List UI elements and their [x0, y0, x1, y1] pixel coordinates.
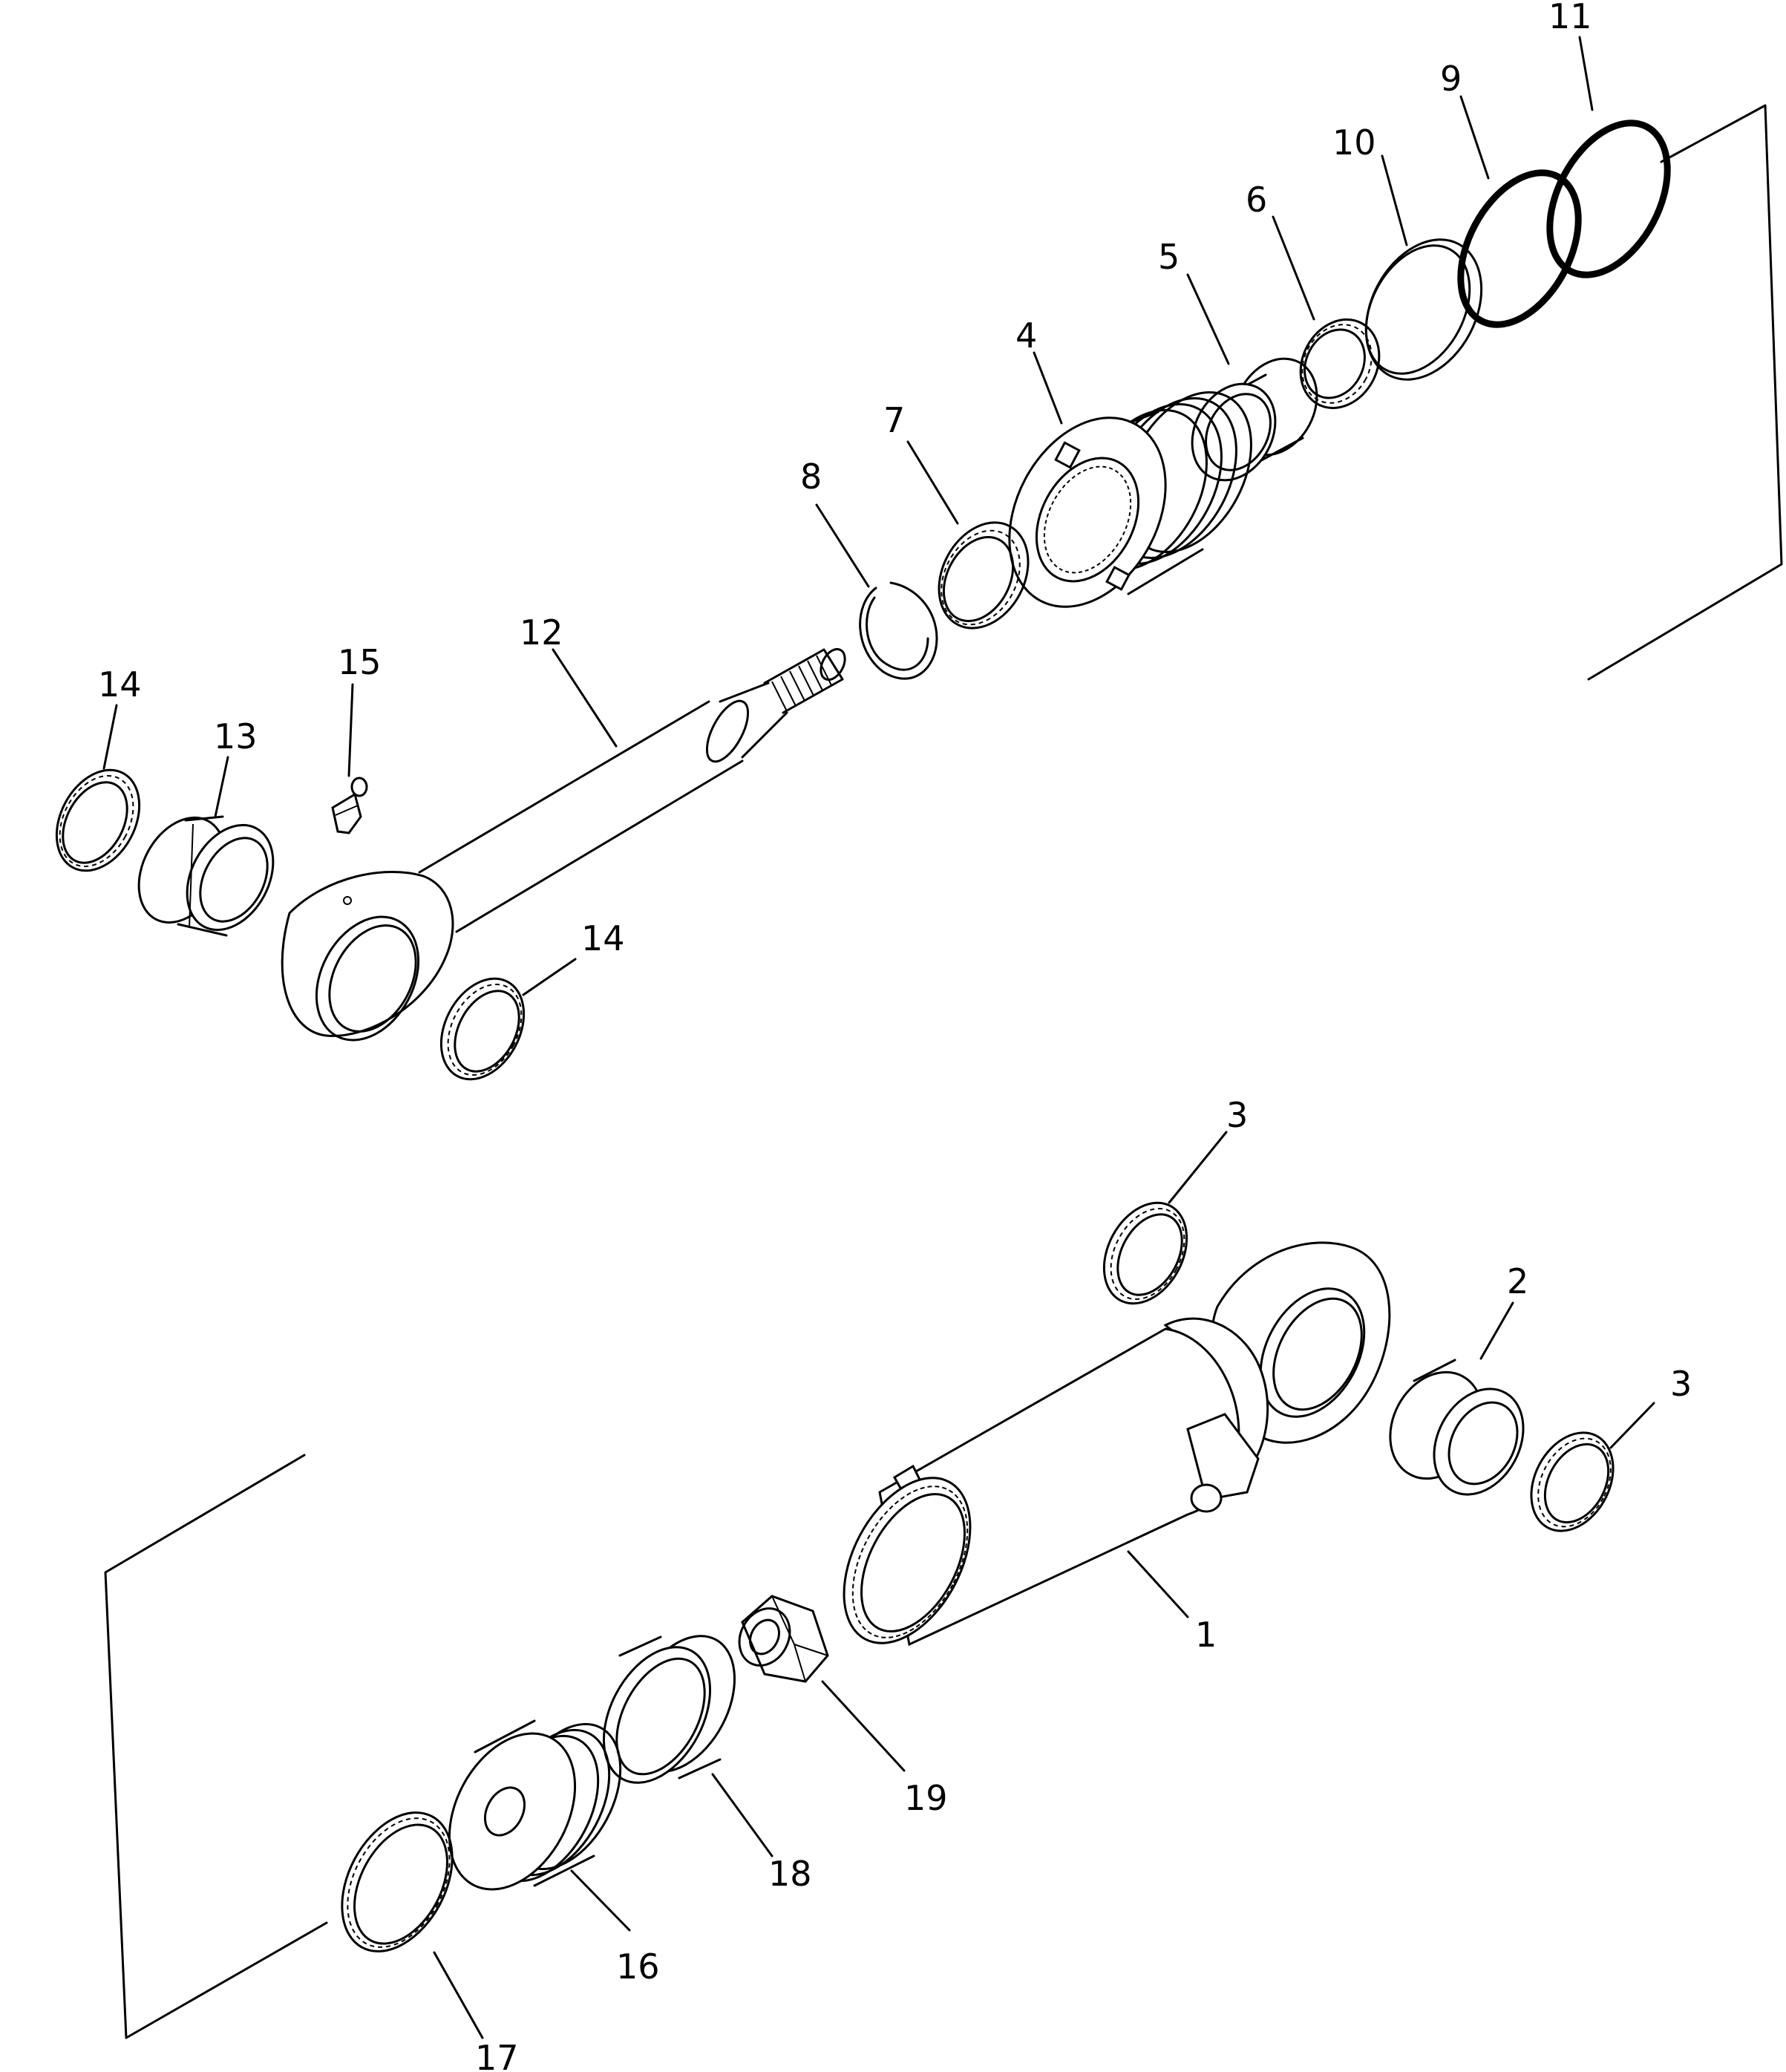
callout-4: 4 — [1015, 316, 1037, 356]
part-3-seal-upper — [1102, 1201, 1188, 1305]
part-13-bushing — [137, 815, 275, 937]
callout-1: 1 — [1195, 1615, 1217, 1655]
part-16-piston — [448, 1719, 622, 1891]
part-15-grease-fitting — [331, 777, 368, 834]
callout-5: 5 — [1158, 237, 1180, 277]
callout-10: 10 — [1332, 122, 1376, 163]
callout-2: 2 — [1507, 1261, 1528, 1301]
part-19-nut — [738, 1595, 829, 1683]
part-7-seal — [938, 521, 1030, 630]
part-10-backup-ring — [1364, 238, 1483, 381]
callout-labels: 11 9 10 6 5 4 7 8 12 15 13 14 14 3 2 3 1… — [98, 0, 1692, 2072]
callout-8: 8 — [800, 457, 822, 497]
part-3-seal-lower — [1530, 1431, 1615, 1532]
callout-15: 15 — [338, 642, 382, 682]
callout-14-upper: 14 — [98, 664, 142, 705]
callout-12: 12 — [520, 612, 563, 653]
callout-17: 17 — [475, 2038, 519, 2072]
leader-lines — [102, 36, 1655, 2039]
callout-18: 18 — [768, 1854, 812, 1894]
part-14-seal-upper — [55, 768, 141, 872]
callout-3-lower: 3 — [1670, 1364, 1692, 1404]
callout-19: 19 — [904, 1778, 948, 1818]
callout-16: 16 — [616, 1947, 660, 1987]
callout-3-upper: 3 — [1226, 1095, 1248, 1135]
part-18-wear-ring — [602, 1635, 736, 1784]
callout-7: 7 — [883, 400, 905, 440]
part-8-snap-ring — [859, 581, 938, 680]
callout-14-lower: 14 — [581, 918, 625, 958]
part-12-piston-rod — [281, 647, 846, 1042]
part-9-o-ring — [1457, 169, 1582, 328]
part-17-seal — [341, 1811, 454, 1952]
lower-group-bracket — [104, 1454, 328, 2039]
part-11-o-ring — [1546, 120, 1671, 278]
part-14-seal-lower — [439, 977, 526, 1081]
part-4-cylinder-head — [1008, 391, 1252, 608]
callout-9: 9 — [1440, 59, 1462, 99]
part-2-bushing — [1389, 1359, 1525, 1496]
callout-11: 11 — [1548, 0, 1592, 36]
upper-group-bracket — [1587, 104, 1783, 681]
callout-13: 13 — [214, 716, 258, 756]
part-1-cylinder-tube — [843, 1241, 1391, 1647]
callout-6: 6 — [1246, 180, 1267, 220]
part-5-bushing — [1191, 357, 1318, 482]
